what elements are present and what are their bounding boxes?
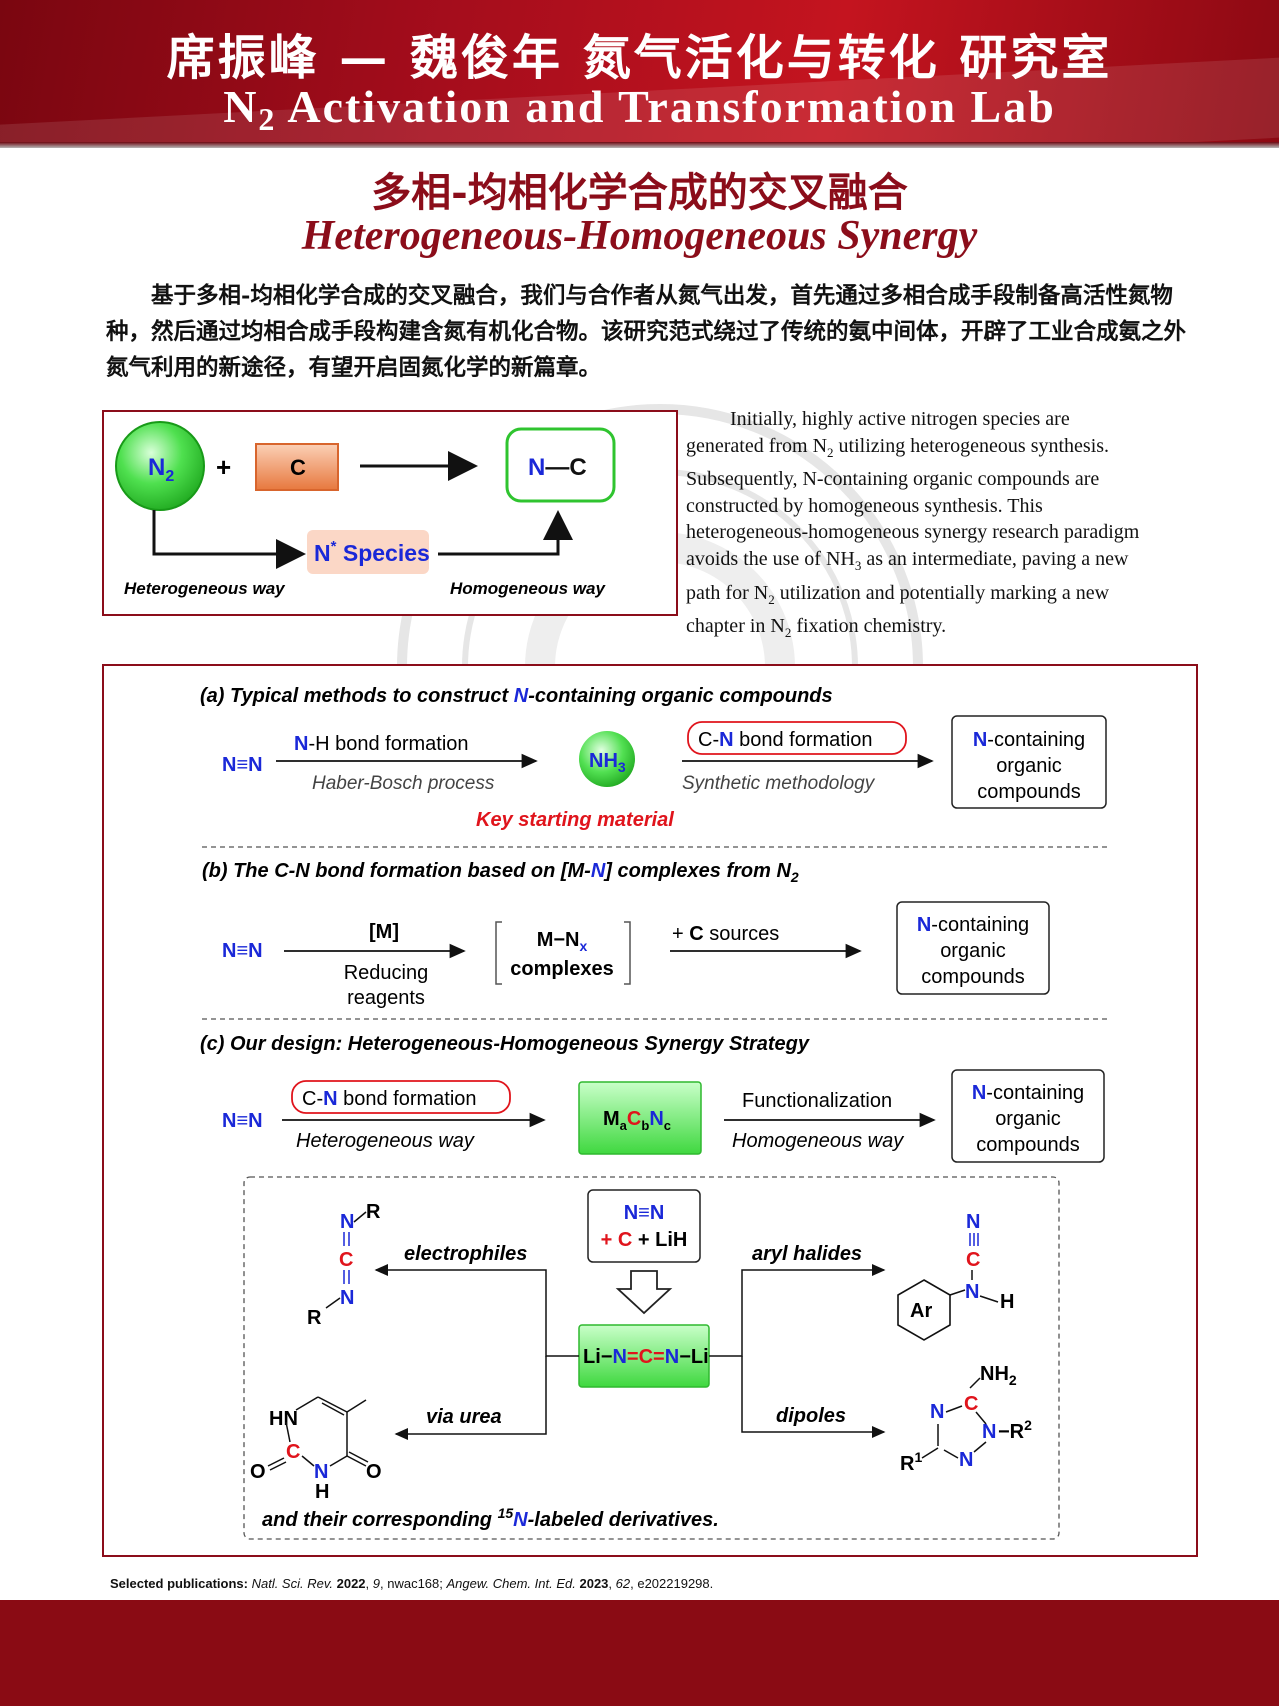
c-macbnc-box bbox=[578, 1081, 702, 1155]
n2-label: N2 bbox=[148, 454, 174, 485]
b-dinitrogen: N≡N bbox=[222, 940, 263, 962]
nc-bond-box bbox=[505, 427, 616, 503]
b-bracket-right bbox=[624, 921, 631, 985]
svg-text:H: H bbox=[315, 1481, 329, 1503]
panel-c-title: (c) Our design: Heterogeneous-Homogeneou… bbox=[200, 1033, 810, 1055]
svg-text:O: O bbox=[250, 1461, 266, 1483]
svg-text:C: C bbox=[964, 1393, 978, 1415]
n-species-box bbox=[307, 530, 429, 574]
c-branch-right-low bbox=[741, 1356, 886, 1438]
aminotriazole-molecule: NH2 C N N N −R2 R1 bbox=[900, 1363, 1032, 1475]
pyrimidinedione-molecule: HN C O N H O bbox=[250, 1396, 382, 1503]
svg-text:NH2: NH2 bbox=[980, 1363, 1017, 1388]
b-metal-label: [M] bbox=[369, 921, 399, 943]
strategy-scheme: (a) Typical methods to construct N-conta… bbox=[102, 664, 1198, 1557]
svg-text:N: N bbox=[966, 1211, 980, 1233]
c-branch-left bbox=[374, 1264, 579, 1357]
svg-text:C: C bbox=[286, 1441, 300, 1463]
panel-b-title: (b) The C-N bond formation based on [M-N… bbox=[202, 860, 799, 885]
section-title-en: Heterogeneous-Homogeneous Synergy bbox=[301, 213, 978, 259]
a-product-box bbox=[951, 715, 1107, 809]
hetero-arrow bbox=[152, 510, 306, 569]
svg-text:R1: R1 bbox=[900, 1449, 922, 1475]
c-cn-bond-box bbox=[291, 1080, 511, 1114]
c-homo-label: Homogeneous way bbox=[732, 1130, 904, 1152]
carbodiimide-molecule: N R C N R bbox=[307, 1201, 381, 1329]
c-branch-left-low bbox=[394, 1356, 547, 1440]
header-shadow bbox=[0, 142, 1279, 148]
nc-bond-label: N—C bbox=[528, 454, 587, 481]
c-reagent-box bbox=[587, 1189, 701, 1263]
svg-text:C: C bbox=[339, 1249, 353, 1271]
header-banner: 席振峰 — 魏俊年 氮气活化与转化 研究室 N2 Activation and … bbox=[0, 0, 1279, 148]
panel-a-title: (a) Typical methods to construct N-conta… bbox=[200, 685, 833, 707]
svg-text:R: R bbox=[307, 1307, 322, 1329]
n-species-label: N* Species bbox=[314, 538, 430, 566]
a-key-material-label: Key starting material bbox=[476, 809, 674, 831]
b-bracket-left bbox=[495, 921, 502, 985]
svg-text:H: H bbox=[1000, 1291, 1014, 1313]
svg-text:Ar: Ar bbox=[910, 1300, 932, 1322]
svg-text:N: N bbox=[340, 1211, 354, 1233]
a-cn-bond-label: C-N bond formation bbox=[698, 729, 873, 751]
plus-sign: + bbox=[216, 452, 231, 482]
c-li2ncn-label: Li−N=C=N−Li bbox=[583, 1346, 709, 1368]
a-nh3-label: NH3 bbox=[589, 750, 626, 775]
c-cn-bond-label: C-N bond formation bbox=[302, 1088, 477, 1110]
svg-text:C: C bbox=[966, 1249, 980, 1271]
synergy-overview-scheme: N2 + C N—C N* Species Heterogeneous way … bbox=[102, 410, 678, 616]
svg-text:−R2: −R2 bbox=[998, 1417, 1032, 1443]
svg-text:N: N bbox=[340, 1287, 354, 1309]
b-product-box bbox=[896, 901, 1050, 995]
carbon-box bbox=[255, 443, 339, 491]
aryl-cyanamide-molecule: N C N H Ar bbox=[897, 1211, 1014, 1341]
svg-text:N: N bbox=[965, 1281, 979, 1303]
homo-arrow bbox=[438, 510, 573, 556]
svg-text:N: N bbox=[959, 1449, 973, 1471]
section-title-cn: 多相-均相化学合成的交叉融合 bbox=[371, 169, 908, 216]
a-nh3-ball bbox=[579, 731, 635, 787]
c-functionalization-label: Functionalization bbox=[742, 1090, 892, 1112]
aryl-halides-label: aryl halides bbox=[752, 1243, 862, 1265]
svg-text:N: N bbox=[930, 1401, 944, 1423]
c-product-box bbox=[951, 1069, 1105, 1163]
lab-title-cn: 席振峰 — 魏俊年 氮气活化与转化 研究室 bbox=[166, 30, 1113, 86]
c-down-hollow-arrow bbox=[615, 1270, 673, 1315]
intro-paragraph-en: Initially, highly active nitrogen specie… bbox=[686, 408, 1140, 641]
c-branch-right bbox=[709, 1264, 886, 1357]
svg-text:N: N bbox=[314, 1461, 328, 1483]
n2-ball bbox=[115, 421, 205, 511]
c-dinitrogen: N≡N bbox=[222, 1110, 263, 1132]
svg-text:O: O bbox=[366, 1461, 382, 1483]
c-reagent-label: N≡N+ C + LiH bbox=[601, 1202, 688, 1251]
dipoles-label: dipoles bbox=[776, 1405, 846, 1427]
intro-paragraph-cn: 基于多相-均相化学合成的交叉融合，我们与合作者从氮气出发，首先通过多相合成手段制… bbox=[106, 283, 1187, 381]
labeled-derivatives-footnote: and their corresponding 15N-labeled deri… bbox=[262, 1505, 719, 1531]
selected-publications: Selected publications: Natl. Sci. Rev. 2… bbox=[110, 1576, 714, 1591]
a-cn-bond-box bbox=[687, 721, 907, 755]
homo-way-label: Homogeneous way bbox=[450, 579, 606, 598]
a-nh-bond-label: N-H bond formation bbox=[294, 733, 469, 755]
c-hetero-label: Heterogeneous way bbox=[296, 1130, 475, 1152]
via-urea-label: via urea bbox=[426, 1406, 502, 1428]
b-carbon-sources-label: + C sources bbox=[672, 923, 779, 945]
hetero-way-label: Heterogeneous way bbox=[124, 579, 286, 598]
lab-title-en: N2 Activation and Transformation Lab bbox=[223, 81, 1056, 137]
footer-banner bbox=[0, 1600, 1279, 1706]
svg-text:N: N bbox=[982, 1421, 996, 1443]
svg-text:HN: HN bbox=[269, 1408, 298, 1430]
a-synthetic-label: Synthetic methodology bbox=[682, 773, 876, 794]
carbon-label: C bbox=[290, 455, 306, 480]
svg-text:R: R bbox=[366, 1201, 381, 1223]
electrophiles-label: electrophiles bbox=[404, 1243, 527, 1265]
c-macbnc-label: MaCbNc bbox=[603, 1108, 671, 1133]
a-dinitrogen: N≡N bbox=[222, 754, 263, 776]
a-haber-bosch-label: Haber-Bosch process bbox=[312, 773, 495, 794]
